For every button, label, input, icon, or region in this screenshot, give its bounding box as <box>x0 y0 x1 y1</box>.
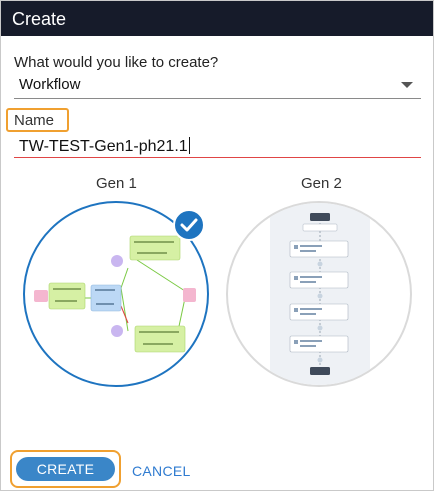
name-label: Name <box>14 112 55 129</box>
cancel-button[interactable]: CANCEL <box>132 463 191 479</box>
chevron-down-icon[interactable] <box>401 82 413 88</box>
selected-check-icon <box>173 209 205 241</box>
gen1-title: Gen 1 <box>96 175 137 192</box>
name-input[interactable]: TW-TEST-Gen1-ph21.1 <box>14 135 421 158</box>
dialog-title: Create <box>12 9 67 29</box>
name-label-highlight: Name <box>6 108 69 132</box>
name-input-value: TW-TEST-Gen1-ph21.1 <box>19 138 188 155</box>
type-select-value: Workflow <box>19 76 81 93</box>
gen2-title: Gen 2 <box>301 175 342 192</box>
gen1-workflow-preview <box>34 235 196 353</box>
dialog-titlebar: Create <box>1 1 433 36</box>
type-question-label: What would you like to create? <box>14 54 219 71</box>
create-button-highlight: CREATE <box>10 450 121 488</box>
type-select[interactable]: Workflow <box>14 72 421 99</box>
text-caret <box>188 137 190 154</box>
create-button[interactable]: CREATE <box>16 457 115 481</box>
gen2-option[interactable] <box>226 201 412 387</box>
gen2-workflow-preview <box>270 203 370 385</box>
